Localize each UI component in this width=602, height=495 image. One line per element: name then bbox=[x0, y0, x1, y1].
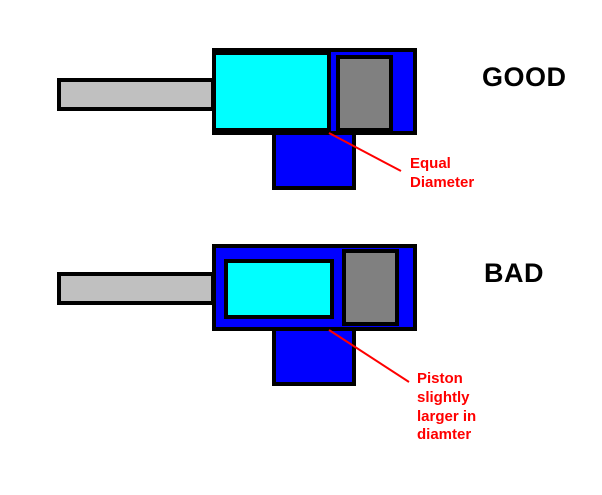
verdict-label-good: GOOD bbox=[482, 62, 567, 92]
seal-block-bad bbox=[342, 249, 399, 326]
outlet-stem-bad bbox=[272, 327, 356, 386]
verdict-label-bad: BAD bbox=[484, 258, 544, 288]
piston-rod-good bbox=[57, 78, 215, 111]
piston-head-bad bbox=[224, 259, 334, 319]
annotation-piston-larger: Piston slightly larger in diamter bbox=[417, 370, 477, 444]
seal-block-good bbox=[336, 55, 393, 132]
piston-rod-bad bbox=[57, 272, 215, 305]
piston-head-good bbox=[212, 51, 331, 132]
annotation-equal-diameter: Equal Diameter bbox=[410, 155, 475, 191]
